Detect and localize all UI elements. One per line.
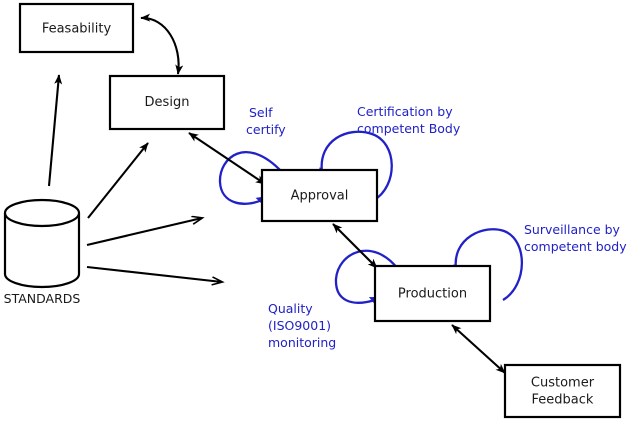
feasability-label: Feasability — [42, 22, 112, 37]
customer-feedback-label-line2: Feedback — [532, 393, 594, 408]
node-feasability[interactable]: Feasability — [18, 2, 135, 54]
loop-approval-certification — [318, 130, 393, 201]
standards-caption: STANDARDS — [4, 291, 81, 306]
design-box[interactable] — [108, 74, 226, 131]
annotation-certification-by-competent-body: Certification by competent Body — [357, 104, 461, 136]
approval-box[interactable] — [260, 168, 379, 223]
datastore-standards[interactable]: STANDARDS — [3, 198, 81, 306]
customer-feedback-label-line1: Customer — [531, 376, 595, 391]
annotation-surveillance-line1: Surveillance by — [524, 222, 621, 237]
annotation-certification-line1: Certification by — [357, 104, 453, 119]
loop-production-surveillance — [452, 228, 524, 301]
flow-standards-to-feasability — [47, 74, 63, 187]
flow-standards-to-approval — [86, 218, 202, 247]
node-production[interactable]: Production — [373, 264, 492, 323]
annotation-quality-line3: monitoring — [268, 335, 336, 350]
annotation-surveillance-by-competent-body: Surveillance by competent body — [524, 222, 627, 254]
flow-standards-to-design — [87, 142, 149, 219]
flow-standards-to-production — [86, 265, 222, 282]
standards-cylinder-top — [3, 198, 81, 228]
production-label: Production — [398, 287, 467, 302]
node-customer-feedback[interactable]: Customer Feedback — [503, 363, 622, 419]
annotation-surveillance-line2: competent body — [524, 239, 627, 254]
annotation-self-certify-line2: certify — [246, 122, 286, 137]
annotation-self-certify-line1: Self — [249, 105, 273, 120]
standards-cylinder-body[interactable] — [3, 213, 81, 289]
production-box[interactable] — [373, 264, 492, 323]
flow-production-to-customer-feedback — [451, 324, 506, 374]
approval-label: Approval — [291, 189, 349, 204]
flow-design-to-feasability — [140, 13, 184, 75]
annotation-self-certify: Self certify — [246, 105, 286, 137]
annotation-quality-line2: (ISO9001) — [268, 318, 331, 333]
customer-feedback-box[interactable] — [503, 363, 622, 419]
node-approval[interactable]: Approval — [260, 168, 379, 223]
design-label: Design — [145, 95, 190, 110]
node-design[interactable]: Design — [108, 74, 226, 131]
flow-design-to-approval — [188, 132, 266, 185]
annotation-quality-line1: Quality — [268, 301, 313, 316]
annotation-certification-line2: competent Body — [357, 121, 461, 136]
flow-approval-to-production — [332, 223, 378, 269]
annotation-quality-iso9001-monitoring: Quality (ISO9001) monitoring — [268, 301, 336, 350]
feasability-box[interactable] — [18, 2, 135, 54]
